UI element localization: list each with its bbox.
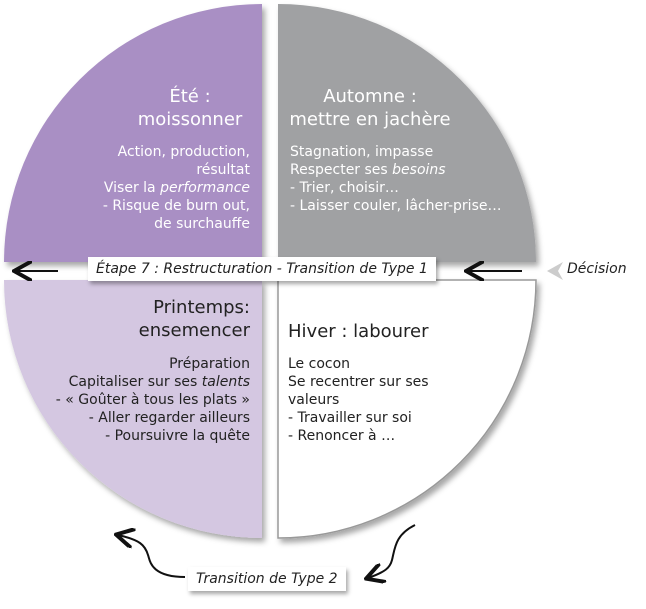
spring-line: - « Goûter à tous les plats »	[55, 392, 250, 408]
autumn-line: - Laisser couler, lâcher-prise…	[290, 198, 502, 214]
autumn-title-line: Automne :	[323, 86, 417, 107]
winter-title: Hiver : labourer	[288, 321, 429, 342]
spring-line: Préparation	[169, 356, 250, 372]
winter-text: Le cocon Se recentrer sur ses valeurs - …	[288, 355, 488, 445]
text: Respecter ses	[290, 162, 393, 178]
autumn-line: Respecter ses besoins	[290, 161, 530, 179]
summer-title-line: Été :	[169, 86, 211, 107]
text: Viser la	[103, 180, 161, 196]
decision-grey-arrow	[547, 262, 563, 280]
transition2-left-arrow	[118, 535, 186, 578]
spring-line: - Poursuivre la quête	[105, 428, 250, 444]
transition-type2-label: Transition de Type 2	[188, 567, 346, 591]
winter-line: Le cocon	[288, 356, 351, 372]
emphasis: talents	[201, 374, 250, 390]
summer-title: Été :moissonner	[110, 85, 270, 131]
autumn-line: Stagnation, impasse	[290, 144, 434, 160]
spring-text: Préparation Capitaliser sur ses talents …	[20, 355, 250, 445]
summer-title-line: moissonner	[137, 109, 243, 130]
autumn-line: - Trier, choisir…	[290, 180, 399, 196]
winter-line: - Travailler sur soi	[288, 410, 412, 426]
quadrant-winter	[277, 279, 537, 539]
summer-line: Action, production,	[117, 144, 250, 160]
winter-line: valeurs	[288, 392, 340, 408]
transition-type1-label: Étape 7 : Restructuration - Transition d…	[88, 257, 436, 281]
autumn-title: Automne :mettre en jachère	[285, 85, 455, 131]
spring-title: Printemps:ensemencer	[90, 296, 250, 342]
quadrant-spring	[4, 280, 262, 538]
autumn-text: Stagnation, impasse Respecter ses besoin…	[290, 143, 530, 215]
summer-line: de surchauffe	[154, 216, 250, 232]
quadrant-summer	[4, 4, 262, 262]
text: Capitaliser sur ses	[68, 374, 202, 390]
winter-line: Se recentrer sur ses	[288, 374, 429, 390]
summer-line: Viser la performance	[60, 179, 250, 197]
summer-line: résultat	[196, 162, 250, 178]
winter-line: - Renoncer à …	[288, 428, 396, 444]
quadrant-autumn	[278, 4, 536, 262]
autumn-title-line: mettre en jachère	[289, 109, 451, 130]
emphasis: besoins	[392, 162, 446, 178]
spring-title-line: ensemencer	[138, 320, 250, 341]
summer-line: - Risque de burn out,	[102, 198, 250, 214]
spring-title-line: Printemps:	[153, 297, 250, 318]
emphasis: performance	[160, 180, 250, 196]
transition2-right-arrow	[368, 524, 416, 578]
decision-label: Décision	[567, 261, 627, 277]
spring-line: - Aller regarder ailleurs	[88, 410, 250, 426]
summer-text: Action, production, résultat Viser la pe…	[60, 143, 250, 233]
spring-line: Capitaliser sur ses talents	[20, 373, 250, 391]
